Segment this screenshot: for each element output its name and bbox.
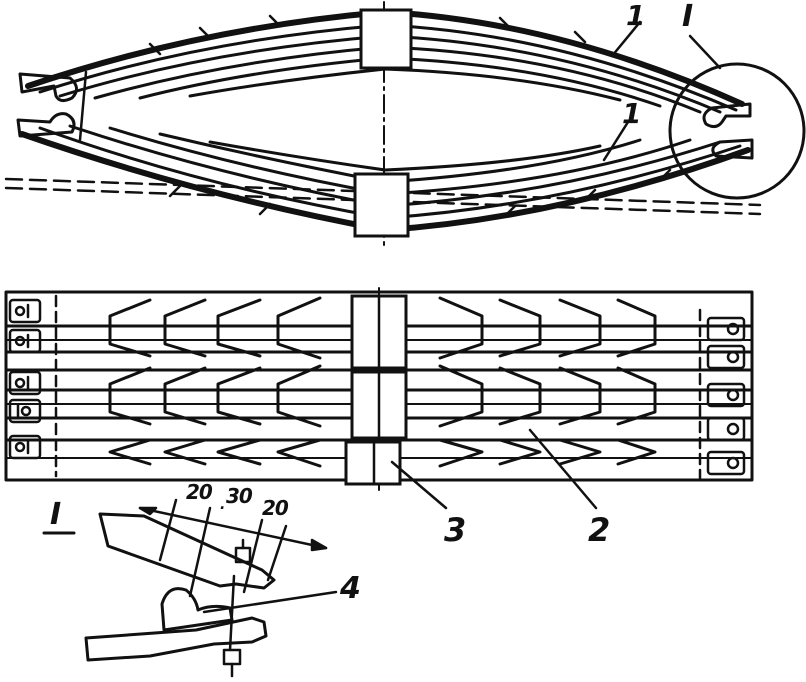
label-detail-marker: I	[682, 0, 694, 34]
dimension-20-right: 20	[262, 496, 289, 520]
label-bracket: 4	[340, 571, 361, 606]
dimension-separator-dot: .	[220, 497, 225, 513]
leader-detail-I	[688, 34, 722, 70]
leader-4	[202, 590, 338, 614]
upper-center-clamp	[359, 8, 413, 70]
elliptic-spring-side-view	[4, 1, 806, 247]
label-leaf-upper: 1	[626, 0, 646, 32]
label-leaf-lower: 1	[622, 97, 642, 130]
chevrons-right	[438, 296, 657, 468]
label-detail-title: I	[50, 497, 62, 532]
leader-upper-1	[610, 20, 642, 58]
right-end-eyes	[698, 308, 746, 480]
right-end-joint	[702, 102, 754, 160]
left-end-joint	[16, 70, 88, 142]
chevrons-left	[108, 296, 322, 468]
lower-center-clamp	[353, 172, 410, 238]
detail-lower-arm	[84, 616, 268, 662]
leader-2	[528, 428, 598, 510]
detail-I-view	[42, 498, 338, 678]
label-leaf-pack: 2	[588, 511, 611, 549]
detail-upper-arm	[98, 512, 276, 590]
left-end-eyes	[8, 294, 58, 478]
detail-hook	[160, 587, 234, 632]
detail-bolt	[222, 538, 252, 678]
dimension-lines	[138, 498, 328, 598]
dimension-20-left: 20	[186, 480, 213, 504]
detail-circle	[668, 62, 806, 200]
label-clamp: 3	[444, 511, 467, 549]
leader-3	[390, 460, 448, 510]
dimension-30: 30	[226, 484, 253, 508]
leaf-pack-plan-view	[4, 287, 754, 510]
leader-lower-1	[602, 120, 630, 162]
